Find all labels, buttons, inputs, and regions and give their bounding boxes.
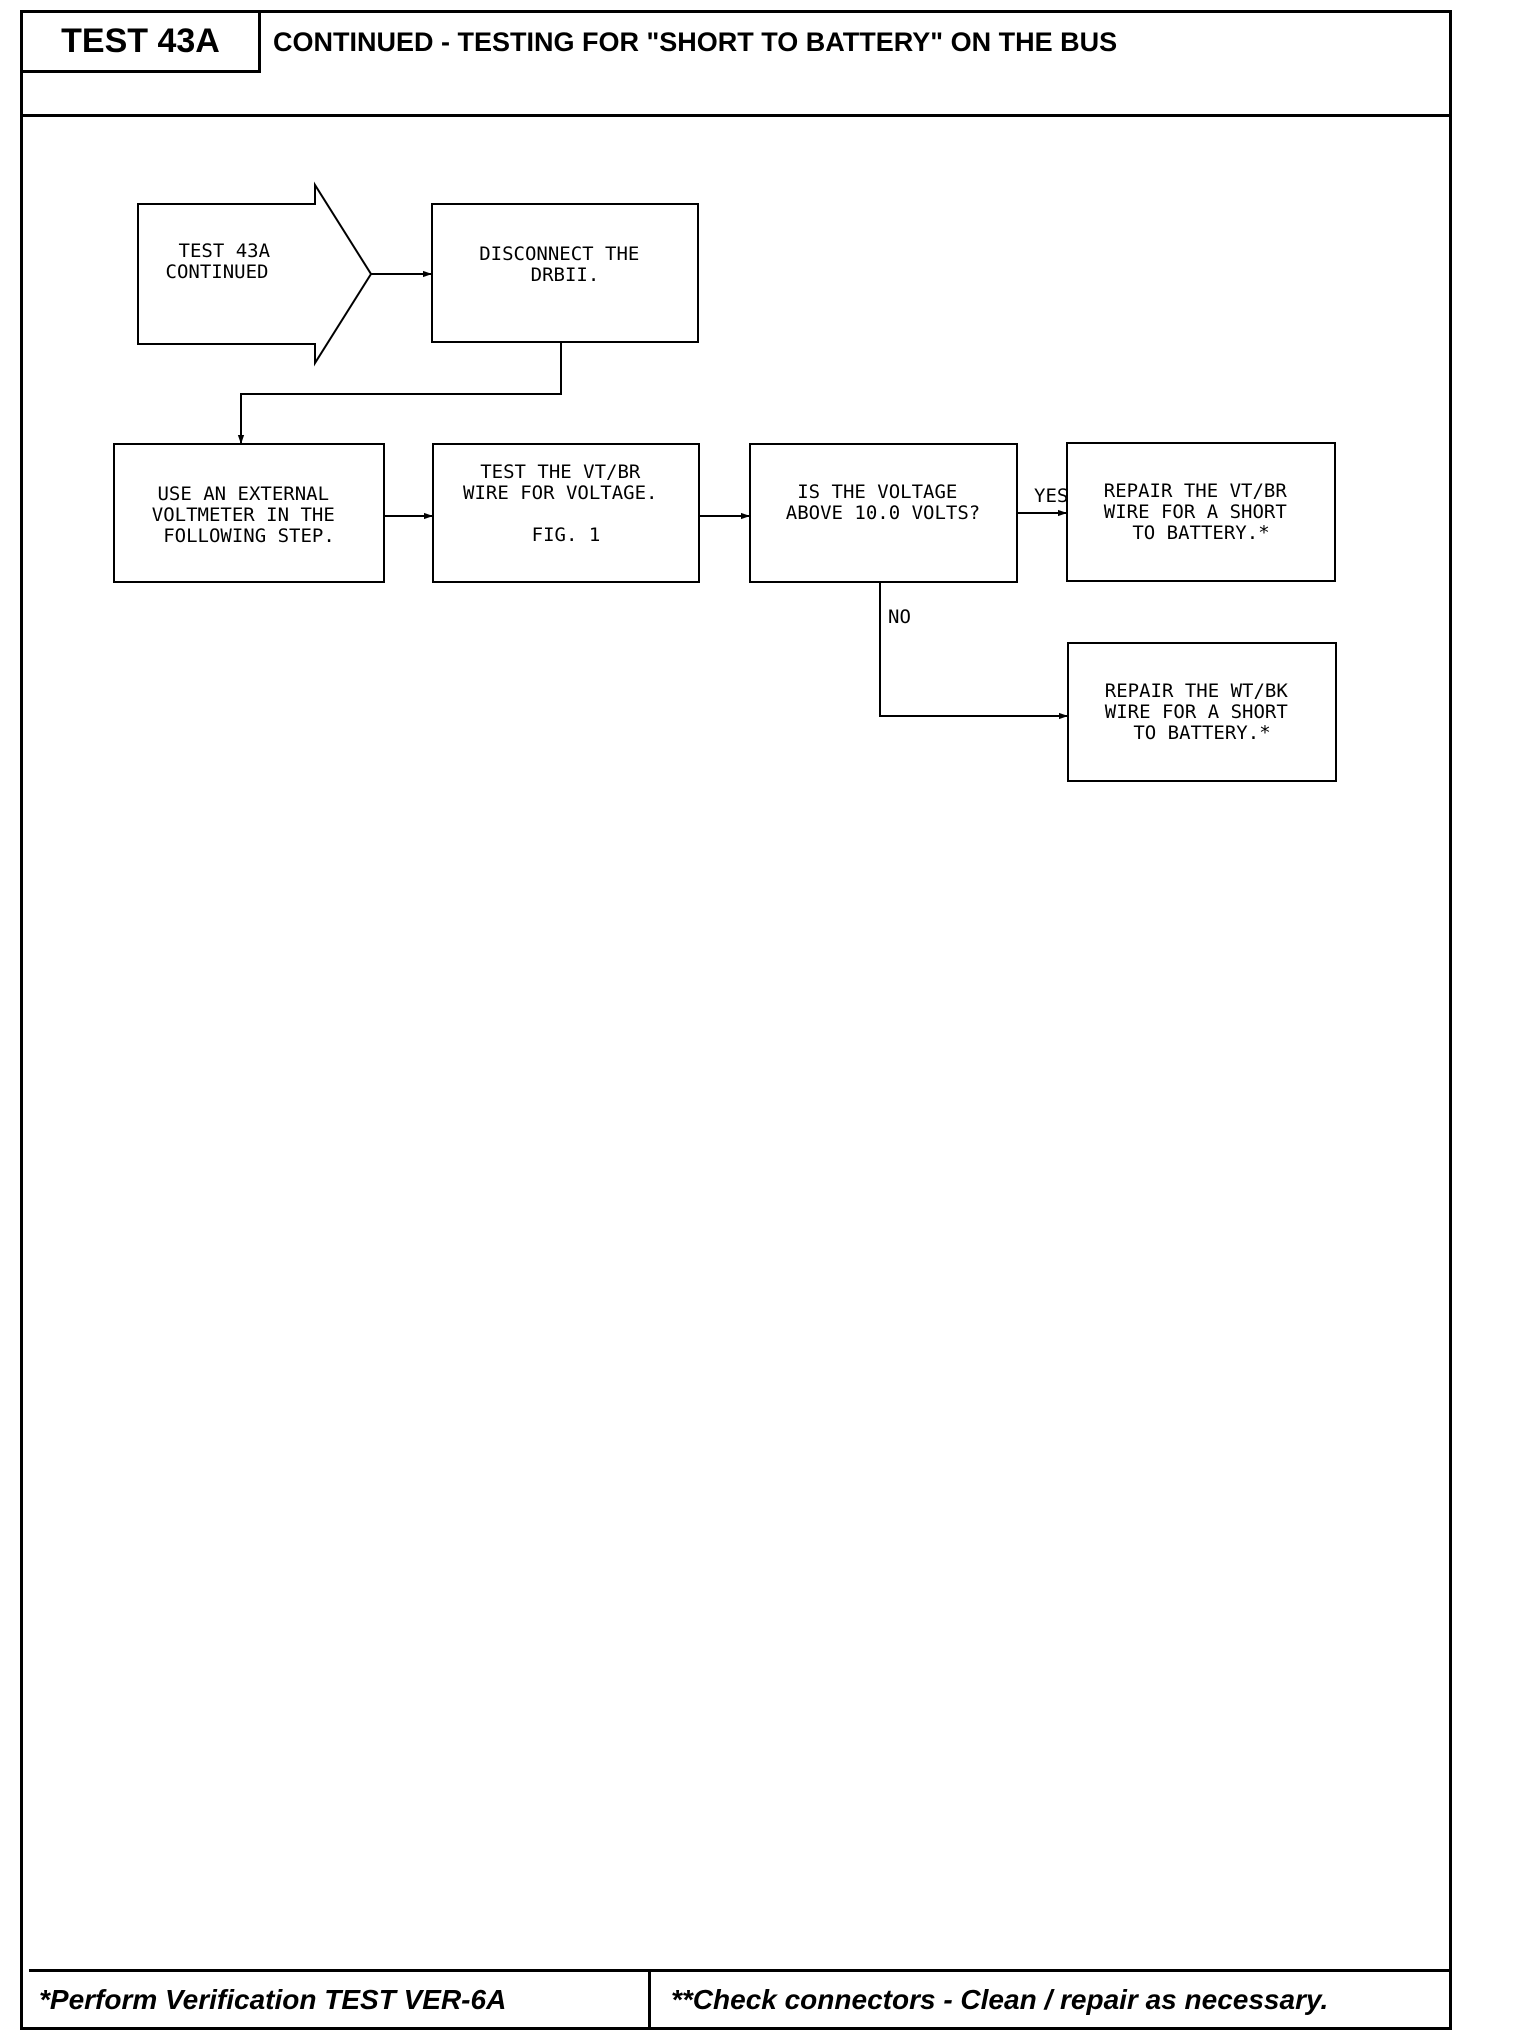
repair-vtbr-node-line: WIRE FOR A SHORT [1104, 501, 1287, 523]
footer-connector-note: **Check connectors - Clean / repair as n… [671, 1983, 1329, 2015]
decision-node-text: IS THE VOLTAGE ABOVE 10.0 VOLTS? [786, 481, 980, 524]
test-wire-node: TEST THE VT/BR WIRE FOR VOLTAGE. FIG. 1 [432, 443, 700, 583]
start-node-line: TEST 43A [179, 240, 271, 262]
repair-wtbk-node-line: REPAIR THE WT/BK [1105, 680, 1289, 702]
repair-vtbr-node-line: TO BATTERY.* [1132, 522, 1269, 544]
start-node: TEST 43A CONTINUED [137, 181, 373, 367]
repair-wtbk-node: REPAIR THE WT/BK WIRE FOR A SHORT TO BAT… [1067, 642, 1337, 782]
decision-node: IS THE VOLTAGE ABOVE 10.0 VOLTS? [749, 443, 1018, 583]
test-wire-node-line: FIG. 1 [532, 524, 601, 546]
header: TEST 43A CONTINUED - TESTING FOR "SHORT … [23, 13, 1449, 117]
use-voltmeter-node-text: USE AN EXTERNAL VOLTMETER IN THE FOLLOWI… [152, 483, 346, 547]
disconnect-node-text: DISCONNECT THE DRBII. [479, 243, 651, 286]
test-wire-node-line: WIRE FOR VOLTAGE. [463, 482, 657, 504]
repair-vtbr-node-line: REPAIR THE VT/BR [1104, 480, 1288, 502]
use-voltmeter-node-line: VOLTMETER IN THE [152, 504, 335, 526]
start-node-line: CONTINUED [166, 261, 269, 283]
repair-wtbk-node-line: TO BATTERY.* [1133, 722, 1270, 744]
disconnect-node: DISCONNECT THE DRBII. [431, 203, 699, 343]
use-voltmeter-node-line: USE AN EXTERNAL [157, 483, 329, 505]
disconnect-node-line: DRBII. [531, 264, 600, 286]
no-label: NO [888, 606, 911, 628]
use-voltmeter-node-line: FOLLOWING STEP. [163, 525, 335, 547]
footer: *Perform Verification TEST VER-6A **Chec… [29, 1969, 1449, 2027]
yes-label: YES [1034, 485, 1068, 507]
page-frame: TEST 43A CONTINUED - TESTING FOR "SHORT … [20, 10, 1452, 2030]
test-wire-node-line: TEST THE VT/BR [480, 461, 641, 483]
repair-wtbk-node-text: REPAIR THE WT/BK WIRE FOR A SHORT TO BAT… [1105, 680, 1299, 744]
repair-vtbr-node: REPAIR THE VT/BR WIRE FOR A SHORT TO BAT… [1066, 442, 1336, 582]
decision-node-line: ABOVE 10.0 VOLTS? [786, 502, 980, 524]
decision-node-line: IS THE VOLTAGE [797, 481, 957, 503]
start-node-text: TEST 43A CONTINUED [166, 240, 282, 283]
test-id-label: TEST 43A [23, 13, 261, 73]
test-wire-node-text: TEST THE VT/BR WIRE FOR VOLTAGE. FIG. 1 [463, 461, 669, 546]
connector-decision-no [879, 582, 1068, 720]
footer-verification-note: *Perform Verification TEST VER-6A [29, 1972, 651, 2027]
repair-vtbr-node-text: REPAIR THE VT/BR WIRE FOR A SHORT TO BAT… [1104, 480, 1298, 544]
repair-wtbk-node-line: WIRE FOR A SHORT [1105, 701, 1288, 723]
page-title: CONTINUED - TESTING FOR "SHORT TO BATTER… [273, 27, 1118, 57]
use-voltmeter-node: USE AN EXTERNAL VOLTMETER IN THE FOLLOWI… [113, 443, 385, 583]
disconnect-node-line: DISCONNECT THE [479, 243, 639, 265]
connector-disconnect-to-voltmeter [237, 342, 562, 444]
